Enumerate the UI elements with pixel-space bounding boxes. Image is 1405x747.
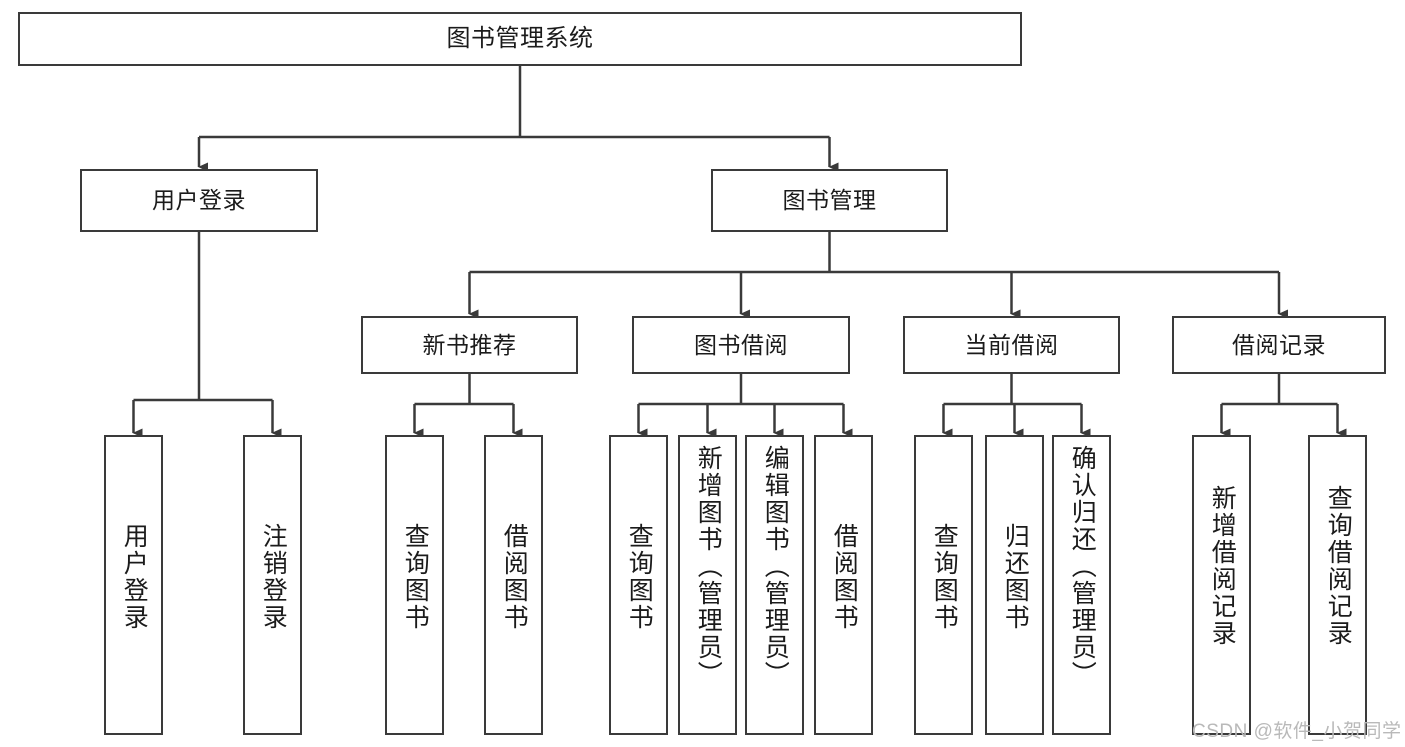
node-root[interactable]: 图书管理系统	[18, 12, 1022, 66]
node-leaf-cur-3[interactable]: 确认归还（管理员）	[1052, 435, 1111, 735]
node-label: 借阅记录	[1232, 331, 1326, 358]
node-label: 用户登录	[152, 187, 246, 213]
node-label: 查询借阅记录	[1324, 485, 1353, 647]
node-label: 查询图书	[625, 523, 654, 631]
node-leaf-cur-2[interactable]: 归还图书	[985, 435, 1044, 735]
node-label: 新增图书（管理员）	[694, 445, 723, 688]
node-label: 归还图书	[1001, 523, 1030, 631]
node-label: 借阅图书	[500, 523, 529, 631]
node-leaf-bor-2[interactable]: 新增图书（管理员）	[678, 435, 737, 735]
node-label: 借阅图书	[830, 523, 859, 631]
node-leaf-rec-1[interactable]: 新增借阅记录	[1192, 435, 1251, 735]
node-leaf-new-1[interactable]: 查询图书	[385, 435, 444, 735]
connector-lines	[132, 66, 1347, 438]
node-label: 用户登录	[120, 523, 149, 631]
node-leaf-login-2[interactable]: 注销登录	[243, 435, 302, 735]
node-label: 注销登录	[259, 523, 288, 631]
node-label: 图书借阅	[694, 331, 788, 358]
node-newbook[interactable]: 新书推荐	[361, 316, 578, 374]
node-current[interactable]: 当前借阅	[903, 316, 1120, 374]
node-leaf-bor-3[interactable]: 编辑图书（管理员）	[745, 435, 804, 735]
node-leaf-bor-4[interactable]: 借阅图书	[814, 435, 873, 735]
node-borrow[interactable]: 图书借阅	[632, 316, 850, 374]
node-label: 确认归还（管理员）	[1068, 445, 1097, 688]
node-bookmgmt[interactable]: 图书管理	[711, 169, 948, 232]
node-label: 当前借阅	[964, 331, 1059, 358]
node-label: 新增借阅记录	[1208, 485, 1237, 647]
node-leaf-login-1[interactable]: 用户登录	[104, 435, 163, 735]
node-login[interactable]: 用户登录	[80, 169, 318, 232]
node-label: 查询图书	[930, 523, 959, 631]
node-label: 新书推荐	[422, 331, 517, 358]
node-leaf-new-2[interactable]: 借阅图书	[484, 435, 543, 735]
node-label: 查询图书	[401, 523, 430, 631]
node-label: 图书管理	[782, 187, 877, 213]
node-label: 图书管理系统	[446, 25, 594, 52]
node-records[interactable]: 借阅记录	[1172, 316, 1386, 374]
node-leaf-bor-1[interactable]: 查询图书	[609, 435, 668, 735]
node-label: 编辑图书（管理员）	[761, 445, 790, 688]
csdn-watermark: CSDN @软件_小贺同学	[1192, 721, 1402, 742]
node-leaf-cur-1[interactable]: 查询图书	[914, 435, 973, 735]
node-leaf-rec-2[interactable]: 查询借阅记录	[1308, 435, 1367, 735]
